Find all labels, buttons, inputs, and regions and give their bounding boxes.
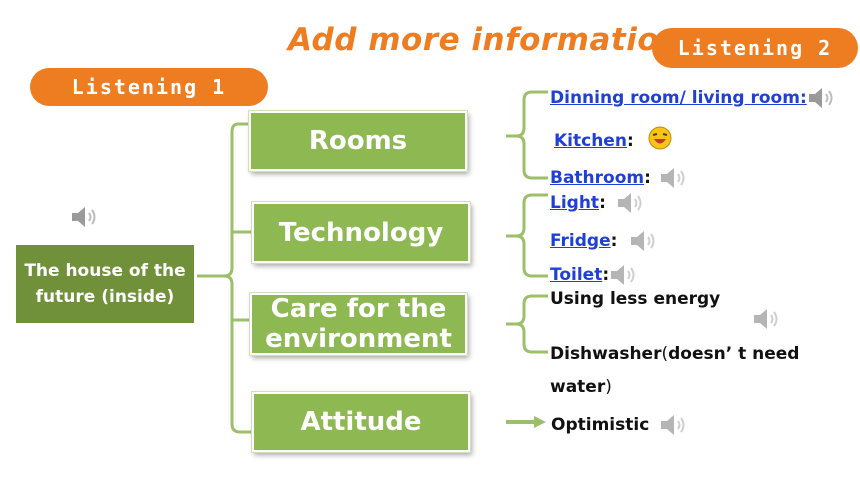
toilet-separator: : (602, 265, 610, 285)
list-item-fridge: Fridge : (550, 228, 657, 254)
dining-link[interactable]: Dinning room/ living room: (550, 88, 807, 108)
light-separator: : (599, 193, 606, 213)
water-text: water (550, 377, 606, 397)
list-item-optimistic: Optimistic (551, 412, 687, 438)
speaker-icon[interactable] (659, 412, 687, 438)
kitchen-separator: : (626, 130, 634, 151)
category-technology: Technology (252, 202, 470, 263)
speaker-icon[interactable] (659, 165, 687, 191)
toilet-link[interactable]: Toilet (550, 265, 603, 285)
speaker-icon[interactable] (752, 306, 780, 332)
category-attitude: Attitude (252, 392, 470, 452)
kitchen-link[interactable]: Kitchen (554, 130, 627, 151)
list-item-toilet: Toilet : (550, 262, 637, 288)
page-title: Add more information (288, 22, 682, 58)
list-item-dining: Dinning room/ living room: (550, 85, 835, 111)
bathroom-separator: : (644, 168, 651, 188)
optimistic-text: Optimistic (551, 415, 650, 435)
dishwasher-text: Dishwasher (550, 344, 662, 364)
list-item-light: Light : (550, 190, 644, 216)
speaker-icon[interactable] (807, 85, 835, 111)
list-item-dishwasher: Dishwasher ( doesn’ t need (550, 344, 799, 364)
rooms-bracket (506, 90, 548, 180)
dishwasher-paren: ( (661, 344, 669, 364)
care-bracket (506, 294, 548, 354)
main-bracket (197, 122, 252, 434)
list-item-bathroom: Bathroom : (550, 165, 687, 191)
laughing-emoji-icon (648, 126, 672, 155)
list-item-energy: Using less energy (550, 289, 721, 309)
speaker-icon[interactable] (70, 204, 98, 230)
speaker-icon[interactable] (629, 228, 657, 254)
speaker-icon[interactable] (609, 262, 637, 288)
listening-2-badge[interactable]: Listening 2 (652, 28, 858, 68)
category-care: Care for the environment (250, 293, 467, 355)
list-item-water: water ) (550, 377, 612, 397)
tech-bracket (506, 193, 548, 278)
light-link[interactable]: Light (550, 193, 600, 213)
dishwasher-note: doesn’ t need (668, 344, 800, 364)
bathroom-link[interactable]: Bathroom (550, 168, 645, 188)
fridge-separator: : (610, 231, 618, 251)
root-node: The house of the future (inside) (16, 245, 194, 323)
category-rooms: Rooms (249, 111, 467, 171)
speaker-icon[interactable] (616, 190, 644, 216)
listening-1-badge[interactable]: Listening 1 (30, 68, 268, 106)
arrow-right-icon (506, 416, 546, 428)
list-item-kitchen: Kitchen : (554, 126, 672, 155)
fridge-link[interactable]: Fridge (550, 231, 611, 251)
water-paren: ) (605, 377, 612, 397)
